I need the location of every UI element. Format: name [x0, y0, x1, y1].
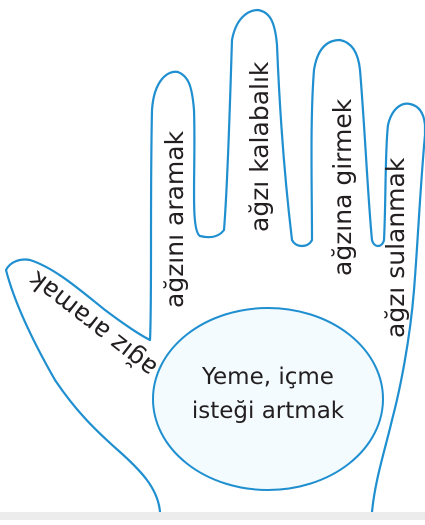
- hand-outline: [4, 8, 425, 514]
- center-circle: [152, 307, 384, 491]
- middle-finger-label: ağzı kalabalık: [245, 61, 274, 232]
- center-text-line1: Yeme, içme: [201, 364, 334, 390]
- index-finger-label: ağzını aramak: [160, 130, 189, 308]
- thumb-label: ağız aramak: [22, 265, 162, 383]
- bottom-strip: [0, 512, 425, 520]
- center-text-line2: isteği artmak: [192, 398, 345, 424]
- ring-finger-label: ağzına girmek: [328, 98, 357, 276]
- little-finger-label: ağzı sulanmak: [381, 157, 410, 338]
